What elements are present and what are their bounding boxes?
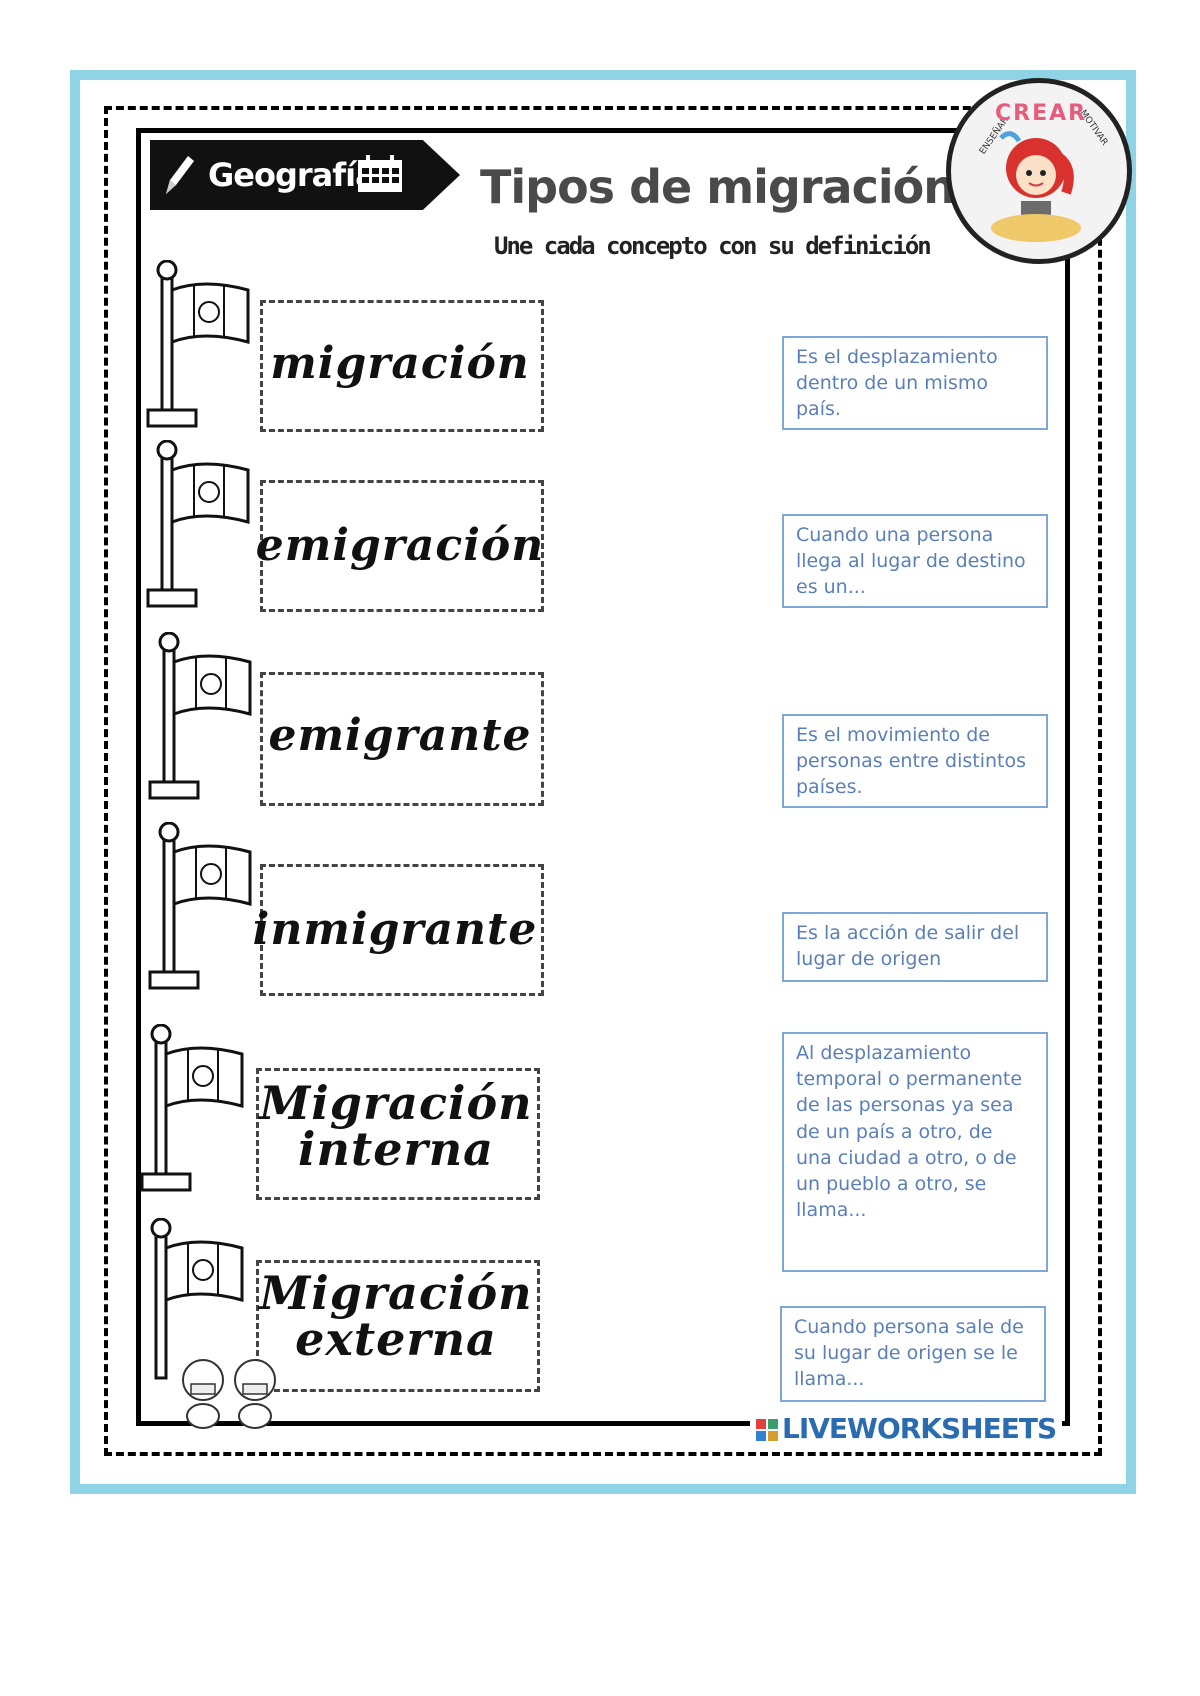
concept-label-4: inmigrante <box>230 908 560 952</box>
inner-border <box>136 128 1070 1426</box>
concept-box-5[interactable] <box>256 1068 540 1200</box>
concept-line: emigración <box>255 520 545 571</box>
subject-banner: Geografía <box>150 140 460 210</box>
definition-box-6[interactable]: Cuando persona sale de su lugar de orige… <box>780 1306 1046 1402</box>
instructions: Une cada concepto con su definición <box>494 232 932 260</box>
flag-icon <box>148 822 252 990</box>
flag-icon <box>140 1024 244 1192</box>
worksheet-frame: Geografía Tipos de migración Une cada co… <box>70 70 1136 1494</box>
logo-brand: CREAR <box>995 101 1088 126</box>
concept-line: inmigrante <box>252 904 538 955</box>
pencil-icon <box>166 156 194 194</box>
concept-box-2[interactable] <box>260 480 544 612</box>
flag-icon <box>146 440 250 608</box>
flag-icon <box>146 260 250 428</box>
concept-line: Migración <box>259 1266 533 1320</box>
children-illustration-icon <box>182 1359 276 1429</box>
liveworksheets-icon <box>756 1419 778 1441</box>
subject-label: Geografía <box>208 156 377 194</box>
concept-label-3: emigrante <box>240 714 560 758</box>
definition-box-3[interactable]: Es el movimiento de personas entre disti… <box>782 714 1048 808</box>
definition-box-5[interactable]: Al desplazamiento temporal o permanente … <box>782 1032 1048 1272</box>
concept-box-1[interactable] <box>260 300 544 432</box>
page-title: Tipos de migración <box>480 160 956 214</box>
concept-line: interna <box>298 1122 494 1176</box>
dashed-border <box>104 106 1102 1456</box>
concept-line: emigrante <box>268 710 532 761</box>
liveworksheets-logo[interactable]: LIVEWORKSHEETS <box>750 1412 1063 1445</box>
definition-box-4[interactable]: Es la acción de salir del lugar de orige… <box>782 912 1048 982</box>
concept-box-6[interactable] <box>256 1260 540 1392</box>
concept-box-3[interactable] <box>260 672 544 806</box>
concept-label-5: Migración interna <box>256 1080 536 1172</box>
concept-label-6: Migración externa <box>256 1270 536 1362</box>
calendar-icon <box>358 155 402 192</box>
concept-box-4[interactable] <box>260 864 544 996</box>
concept-label-2: emigración <box>240 524 560 568</box>
flag-icon <box>150 1218 244 1380</box>
flag-icon <box>148 632 252 800</box>
liveworksheets-label: LIVEWORKSHEETS <box>782 1412 1057 1445</box>
concept-line: Migración <box>259 1076 533 1130</box>
concept-line: externa <box>295 1312 497 1366</box>
definition-box-2[interactable]: Cuando una persona llega al lugar de des… <box>782 514 1048 608</box>
brand-logo: ENSEÑAR CREAR MOTIVAR <box>946 78 1132 264</box>
definition-box-1[interactable]: Es el desplazamiento dentro de un mismo … <box>782 336 1048 430</box>
concept-label-1: migración <box>250 342 550 386</box>
teacher-illustration-icon <box>991 131 1081 242</box>
worksheet-page: Geografía Tipos de migración Une cada co… <box>80 78 1132 1484</box>
concept-line: migración <box>270 338 530 389</box>
